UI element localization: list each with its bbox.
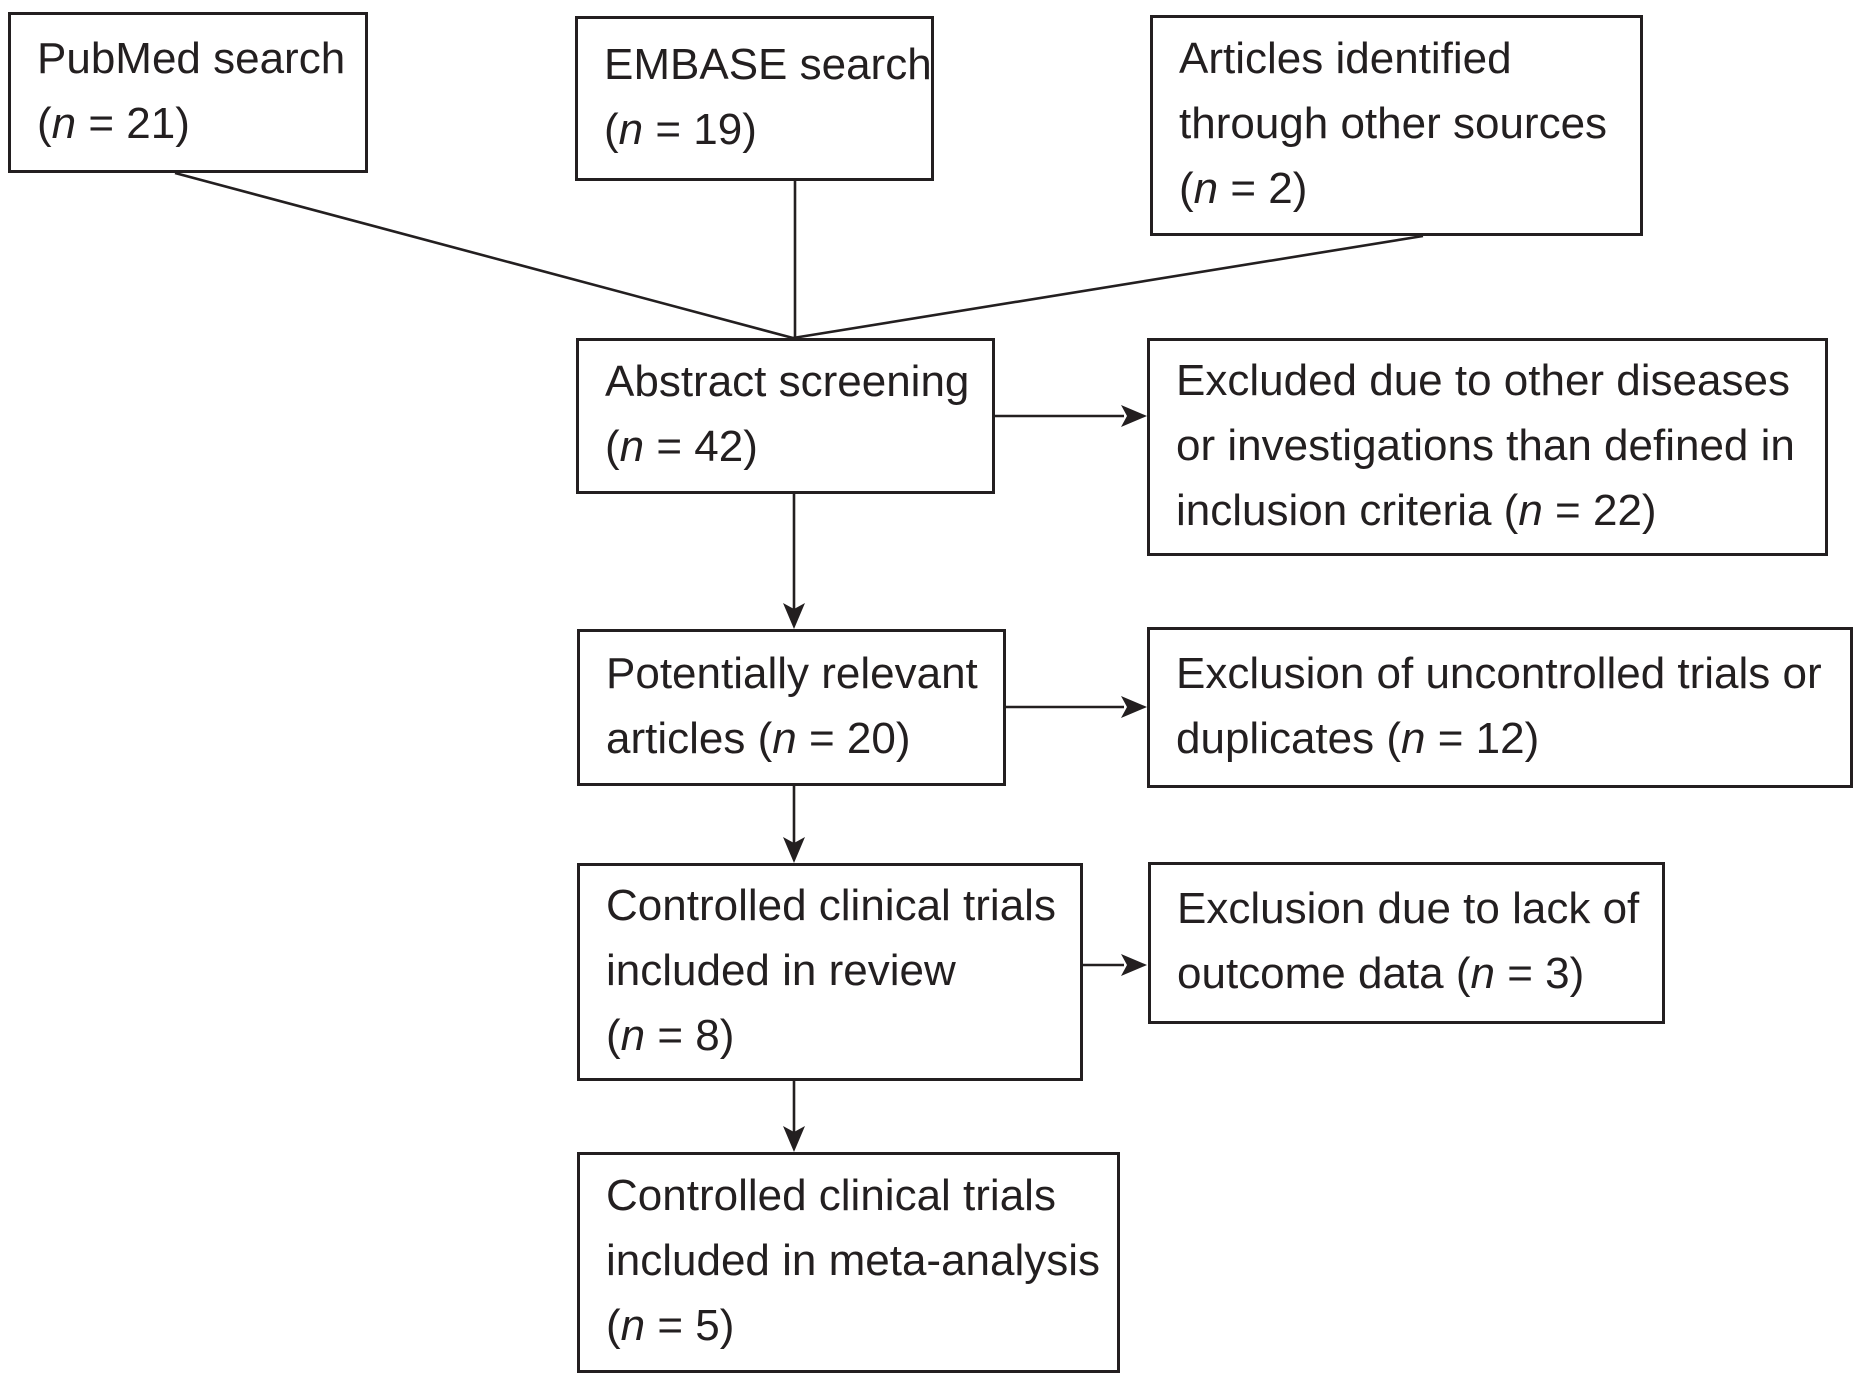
box-abstract-screening: Abstract screening (n = 42): [576, 338, 995, 494]
text-segment: Potentially relevant: [606, 648, 978, 698]
box-embase-search: EMBASE search (n = 19): [575, 16, 934, 181]
box-potentially-relevant-articles: Potentially relevant articles (n = 20): [577, 629, 1006, 786]
italic-n: n: [1401, 713, 1426, 763]
connector-other-to-abstract: [792, 234, 1424, 340]
text-segment: = 20): [796, 713, 911, 763]
box-text-line: (n = 19): [604, 97, 925, 162]
text-segment: = 19): [643, 104, 757, 154]
box-text-line: (n = 21): [37, 91, 359, 156]
text-segment: = 21): [76, 98, 190, 148]
text-segment: (: [606, 1301, 621, 1350]
text-segment: (: [37, 98, 52, 148]
italic-n: n: [618, 104, 644, 154]
italic-n: n: [772, 713, 797, 763]
box-text-line: Abstract screening: [605, 349, 986, 414]
box-text-line: EMBASE search: [604, 32, 932, 97]
box-text-line: Exclusion of uncontrolled trials or: [1176, 641, 1844, 706]
box-excluded-other-diseases: Excluded due to other diseases or investi…: [1147, 338, 1828, 556]
box-text-line: (n = 42): [605, 414, 986, 479]
box-text-line: included in meta-analysis: [606, 1228, 1111, 1293]
text-segment: Controlled clinical trials: [606, 1171, 1056, 1220]
text-segment: (: [604, 104, 619, 154]
box-text-line: included in review: [606, 938, 1074, 1003]
text-segment: Abstract screening: [605, 357, 970, 406]
text-segment: (: [1179, 164, 1194, 213]
text-segment: = 42): [644, 422, 758, 471]
arrowhead-down-3: [783, 1126, 805, 1152]
italic-n: n: [619, 422, 645, 471]
italic-n: n: [1470, 949, 1495, 998]
connector-pubmed-to-abstract: [174, 171, 794, 340]
box-text-line: outcome data (n = 3): [1177, 941, 1656, 1006]
text-segment: articles (: [606, 713, 773, 763]
text-segment: Exclusion due to lack of: [1177, 884, 1640, 933]
text-segment: (: [606, 1010, 621, 1060]
text-segment: Excluded due to other diseases: [1176, 355, 1790, 405]
box-text-line: Potentially relevant: [606, 641, 997, 706]
box-exclusion-uncontrolled-duplicates: Exclusion of uncontrolled trials or dupli…: [1147, 627, 1853, 788]
text-segment: = 2): [1218, 164, 1308, 213]
box-text-line: PubMed search: [37, 26, 359, 91]
arrowhead-right-3: [1121, 954, 1147, 976]
text-segment: Articles identified: [1179, 34, 1512, 83]
text-segment: inclusion criteria (: [1176, 485, 1519, 535]
text-segment: duplicates (: [1176, 713, 1402, 763]
box-controlled-trials-meta-analysis: Controlled clinical trials included in me…: [577, 1152, 1120, 1373]
box-text-line: Exclusion due to lack of: [1177, 876, 1656, 941]
box-text-line: Controlled clinical trials: [606, 1163, 1111, 1228]
box-text-line: (n = 5): [606, 1293, 1111, 1358]
text-segment: included in meta-analysis: [606, 1236, 1101, 1285]
text-segment: = 12): [1425, 713, 1540, 763]
text-segment: = 22): [1542, 485, 1657, 535]
arrowhead-down-2: [783, 837, 805, 863]
box-text-line: (n = 2): [1179, 156, 1634, 221]
arrowhead-right-2: [1121, 696, 1147, 718]
box-text-line: inclusion criteria (n = 22): [1176, 478, 1819, 543]
box-text-line: or investigations than defined in: [1176, 413, 1819, 478]
italic-n: n: [620, 1301, 646, 1350]
box-text-line: Controlled clinical trials: [606, 873, 1074, 938]
box-text-line: Articles identified: [1179, 26, 1634, 91]
text-segment: included in review: [606, 945, 956, 995]
italic-n: n: [1193, 164, 1219, 213]
box-articles-other-sources: Articles identified through other sources…: [1150, 15, 1643, 236]
box-text-line: through other sources: [1179, 91, 1634, 156]
arrowhead-down-1: [783, 603, 805, 629]
arrowhead-right-1: [1121, 405, 1147, 427]
italic-n: n: [51, 98, 77, 148]
box-text-line: articles (n = 20): [606, 706, 997, 771]
text-segment: EMBASE search: [604, 39, 932, 89]
italic-n: n: [620, 1010, 646, 1060]
box-text-line: Excluded due to other diseases: [1176, 348, 1819, 413]
text-segment: or investigations than defined in: [1176, 420, 1795, 470]
text-segment: Controlled clinical trials: [606, 880, 1056, 930]
text-segment: = 5): [645, 1301, 735, 1350]
box-text-line: duplicates (n = 12): [1176, 706, 1844, 771]
box-text-line: (n = 8): [606, 1003, 1074, 1068]
box-pubmed-search: PubMed search (n = 21): [8, 12, 368, 173]
italic-n: n: [1518, 485, 1543, 535]
text-segment: (: [605, 422, 620, 471]
text-segment: through other sources: [1179, 99, 1608, 148]
text-segment: Exclusion of uncontrolled trials or: [1176, 648, 1822, 698]
box-controlled-trials-review: Controlled clinical trials included in re…: [577, 863, 1083, 1081]
text-segment: PubMed search: [37, 33, 346, 83]
text-segment: = 3): [1494, 949, 1585, 998]
text-segment: = 8): [645, 1010, 735, 1060]
text-segment: outcome data (: [1177, 949, 1471, 998]
box-exclusion-lack-outcome-data: Exclusion due to lack of outcome data (n …: [1148, 862, 1665, 1024]
